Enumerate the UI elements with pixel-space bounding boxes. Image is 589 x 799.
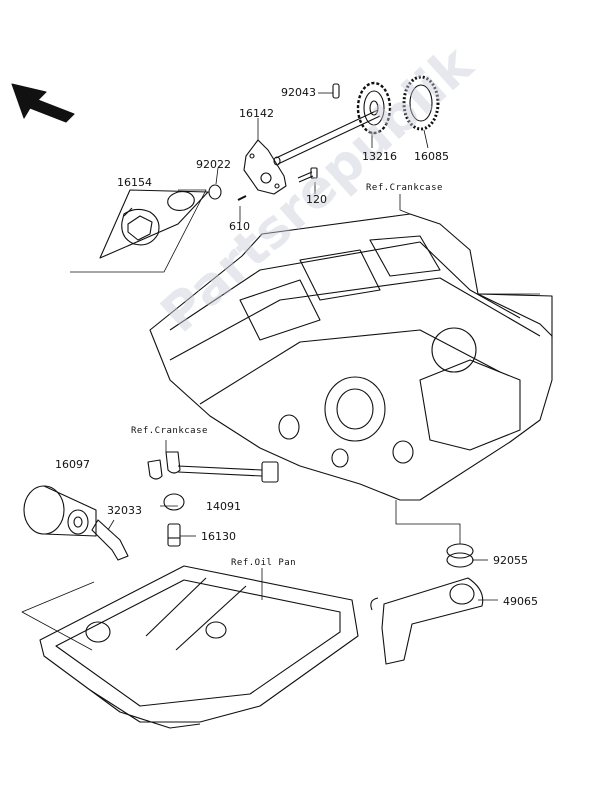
label-14091: 14091 — [206, 500, 241, 513]
pump-cover-16142 — [243, 139, 287, 195]
oil-pan — [39, 565, 359, 729]
label-16154: 16154 — [117, 176, 152, 189]
pin-610 — [237, 195, 247, 201]
label-16142: 16142 — [239, 107, 274, 120]
ref-crankcase-left: Ref.Crankcase — [131, 426, 208, 436]
label-92022: 92022 — [196, 158, 231, 171]
pipe-32033 — [91, 519, 129, 561]
plug-16130 — [167, 523, 181, 547]
crankcase-upper — [149, 213, 553, 501]
leader-lines — [21, 92, 540, 651]
label-16130: 16130 — [201, 530, 236, 543]
pin-92043 — [332, 83, 340, 99]
label-16097: 16097 — [55, 458, 90, 471]
label-16085: 16085 — [414, 150, 449, 163]
fitting-14091 — [147, 451, 279, 511]
gear-16085 — [402, 75, 440, 131]
label-120: 120 — [306, 193, 327, 206]
label-49065: 49065 — [503, 595, 538, 608]
ref-oil-pan: Ref.Oil Pan — [231, 558, 297, 568]
label-32033: 32033 — [107, 504, 142, 517]
label-13216: 13216 — [362, 150, 397, 163]
o-ring-92022 — [208, 184, 222, 200]
label-92055: 92055 — [493, 554, 528, 567]
ref-crankcase-top: Ref.Crankcase — [366, 183, 443, 193]
label-92043: 92043 — [281, 86, 316, 99]
sprocket-13216 — [356, 81, 392, 135]
label-610: 610 — [229, 220, 250, 233]
oil-filter-16097 — [23, 485, 97, 537]
rotor-set-16154 — [99, 189, 209, 259]
front-arrow-icon — [11, 83, 75, 123]
strainer-49065 — [370, 577, 484, 665]
gasket-92055 — [446, 543, 474, 568]
bolt-120 — [297, 167, 318, 183]
